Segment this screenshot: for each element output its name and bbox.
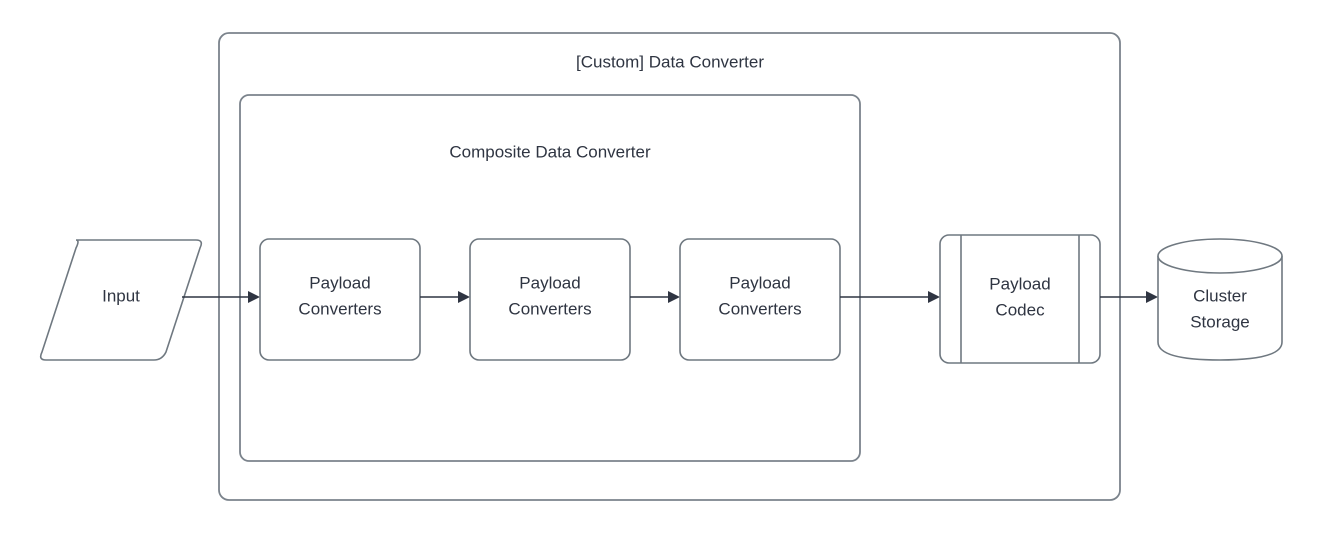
node-input-shape xyxy=(40,240,202,360)
container-composite-data-converter-label: Composite Data Converter xyxy=(449,142,651,161)
node-cluster-storage[interactable]: Cluster Storage xyxy=(1157,238,1283,361)
node-payload-codec-label-line1: Payload xyxy=(989,274,1050,293)
node-cluster-storage-label-line2: Storage xyxy=(1190,312,1250,331)
node-payload-converters-1-label-line1: Payload xyxy=(309,273,370,292)
node-input-outline xyxy=(39,239,203,361)
cluster-storage-body xyxy=(1158,256,1282,360)
arrow-head-icon xyxy=(458,291,470,303)
cluster-storage-body-outline xyxy=(1157,256,1283,361)
edge-payload-converters-3-to-payload-codec xyxy=(840,291,940,303)
edge-payload-codec-to-cluster-storage xyxy=(1100,291,1158,303)
node-payload-converters-3-label-line1: Payload xyxy=(729,273,790,292)
arrow-head-icon xyxy=(248,291,260,303)
node-payload-converters-1[interactable]: Payload Converters xyxy=(259,238,421,361)
node-payload-converters-2[interactable]: Payload Converters xyxy=(469,238,631,361)
container-custom-data-converter-label: [Custom] Data Converter xyxy=(576,52,764,71)
node-input[interactable]: Input xyxy=(39,239,203,361)
node-payload-codec[interactable]: Payload Codec xyxy=(939,234,1101,364)
node-payload-codec-label-line2: Codec xyxy=(995,300,1045,319)
node-payload-converters-3[interactable]: Payload Converters xyxy=(679,238,841,361)
node-cluster-storage-label-line1: Cluster xyxy=(1193,286,1247,305)
edge-payload-converters-1-to-2 xyxy=(420,291,470,303)
node-payload-converters-2-label-line1: Payload xyxy=(519,273,580,292)
node-payload-converters-1-label-line2: Converters xyxy=(298,299,381,318)
node-payload-converters-3-label-line2: Converters xyxy=(718,299,801,318)
cluster-storage-top-fill xyxy=(1158,239,1282,273)
cluster-storage-top-ellipse xyxy=(1157,238,1283,274)
arrow-head-icon xyxy=(928,291,940,303)
arrow-head-icon xyxy=(668,291,680,303)
edge-input-to-payload-converters-1 xyxy=(182,291,260,303)
edge-payload-converters-2-to-3 xyxy=(630,291,680,303)
node-input-label: Input xyxy=(102,286,140,305)
arrow-head-icon xyxy=(1146,291,1158,303)
node-payload-converters-2-label-line2: Converters xyxy=(508,299,591,318)
